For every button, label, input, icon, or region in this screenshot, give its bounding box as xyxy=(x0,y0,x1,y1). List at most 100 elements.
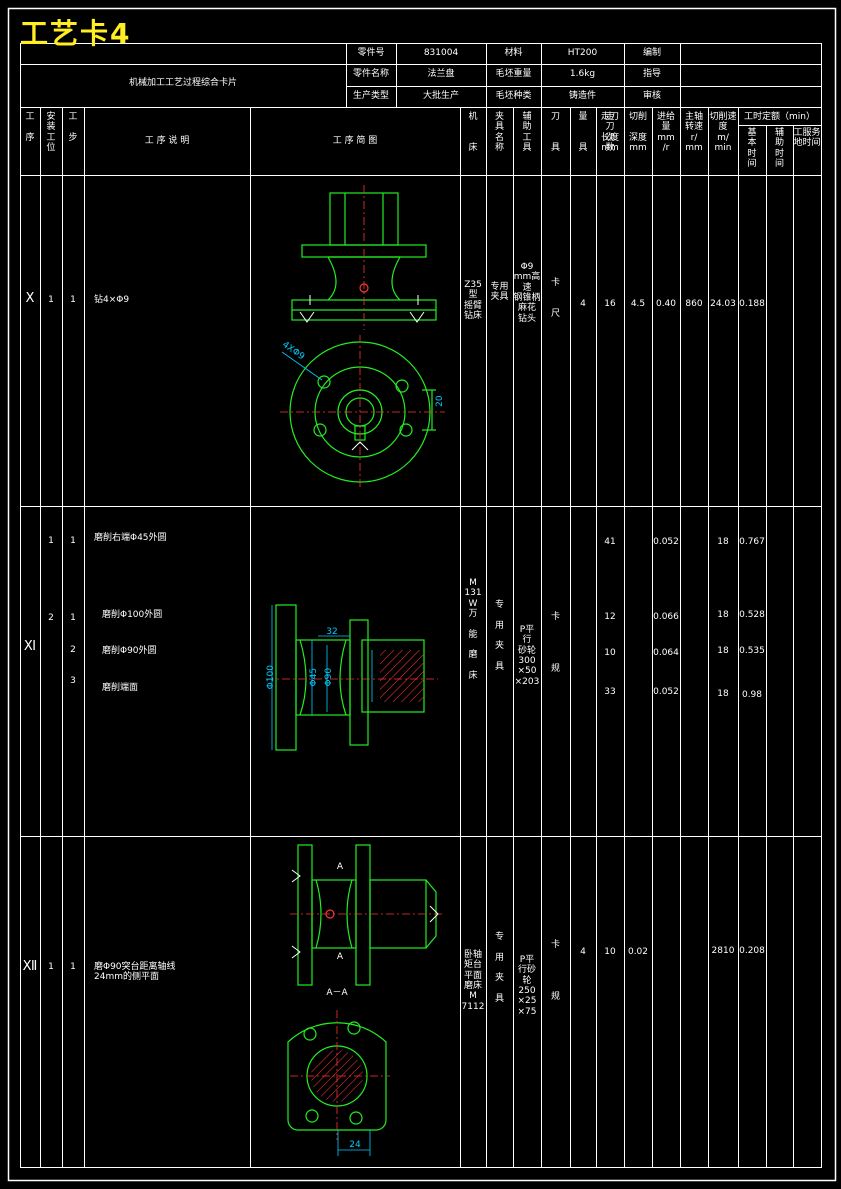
dim-20: 20 xyxy=(434,395,445,407)
row-xi-basic-1: 0.767 xyxy=(739,537,765,547)
designer-label: 指导 xyxy=(642,69,661,79)
material-label: 材料 xyxy=(504,48,523,58)
row-xi-feed-1: 0.052 xyxy=(653,537,679,547)
row-xii-gauge: 卡 规 xyxy=(550,940,560,1002)
row-x-gauge: 卡 尺 xyxy=(550,278,560,320)
col-machine: 机 床 xyxy=(468,112,478,154)
row-xi-process: Ⅺ xyxy=(23,639,37,654)
row-x-setup: 1 xyxy=(48,295,54,305)
col-desc: 工 序 说 明 xyxy=(144,136,190,146)
row-xi-cut-speed-3: 18 xyxy=(717,646,729,656)
part-no-value: 831004 xyxy=(423,48,459,58)
row-xii-passes: 4 xyxy=(580,947,586,957)
dim-90: Φ90 xyxy=(323,667,334,687)
row-xii-step: 1 xyxy=(70,962,76,972)
col-depth: 切削 深度 mm xyxy=(628,112,647,154)
col-place-time: 工服务 地时间 xyxy=(793,128,821,149)
row-xi-cut-speed-1: 18 xyxy=(717,537,729,547)
material-value: HT200 xyxy=(567,48,598,58)
row-xi-desc-1: 磨削右端Φ45外圆 xyxy=(94,533,167,543)
col-process: 工 序 xyxy=(25,112,35,143)
row-xii-depth: 0.02 xyxy=(627,947,649,957)
row-xi-length-4: 33 xyxy=(604,687,616,697)
row-x-cut-speed: 24.03 xyxy=(710,299,736,309)
row-xi-cutter: P平 行 砂轮 300 ×50 ×203 xyxy=(514,625,540,687)
row-xi-step-3: 2 xyxy=(70,645,76,655)
col-length: 走刀 长度 mm xyxy=(600,112,619,154)
row-xi-machine: M 131 W 万 能 磨 床 xyxy=(464,578,482,682)
row-x-cutter: Φ9 mm高速 钢锥柄 麻花 钻头 xyxy=(513,262,541,324)
row-xii-length: 10 xyxy=(604,947,616,957)
sketch-process-x xyxy=(289,192,437,483)
col-aux-tool: 辅 助 工 具 xyxy=(522,112,532,154)
blank-type-value: 铸造件 xyxy=(568,91,596,101)
row-x-machine: Z35型 摇臂 钻床 xyxy=(463,280,482,322)
sketch-process-xii xyxy=(287,844,437,1131)
row-xi-feed-2: 0.066 xyxy=(653,612,679,622)
row-xi-setup-2: 2 xyxy=(48,613,54,623)
row-x-speed: 860 xyxy=(685,299,703,309)
row-xi-fixture: 专 用 夹 具 xyxy=(494,600,504,673)
section-aa-label: A－A xyxy=(326,988,348,998)
section-a-top: A xyxy=(336,862,344,872)
row-x-desc: 钻4×Φ9 xyxy=(94,295,130,305)
col-setup: 安 装 工 位 xyxy=(46,112,56,154)
part-name-value: 法兰盘 xyxy=(427,69,455,79)
drawn-label: 编制 xyxy=(642,48,661,58)
row-xi-feed-4: 0.052 xyxy=(653,687,679,697)
blank-weight-value: 1.6kg xyxy=(569,69,596,79)
row-x-length: 16 xyxy=(604,299,616,309)
review-label: 审核 xyxy=(642,91,661,101)
row-x-process: Ⅹ xyxy=(25,291,35,306)
section-a-bottom: A xyxy=(336,952,344,962)
row-xi-step-1: 1 xyxy=(70,536,76,546)
row-xi-desc-4: 磨削端面 xyxy=(102,683,139,693)
row-xi-length-2: 12 xyxy=(604,612,616,622)
col-speed: 主轴 转速 r/ mm xyxy=(684,112,703,154)
production-value: 大批生产 xyxy=(422,91,459,101)
card-title: 工艺卡4 xyxy=(20,17,132,50)
row-x-depth: 4.5 xyxy=(630,299,646,309)
col-passes: 走 刀 次 数 xyxy=(605,112,615,154)
col-feed: 进给 量 mm /r xyxy=(656,112,675,154)
row-xii-process: Ⅻ xyxy=(22,959,38,974)
row-xii-basic: 0.208 xyxy=(739,946,765,956)
row-x-fixture: 专用 夹具 xyxy=(490,282,509,303)
row-xii-desc: 磨Φ90突台距离轴线 24mm的侧平面 xyxy=(94,962,176,983)
dim-45: Φ45 xyxy=(308,667,319,687)
row-x-basic: 0.188 xyxy=(739,299,765,309)
row-xi-setup-1: 1 xyxy=(48,536,54,546)
dim-32: 32 xyxy=(326,627,338,637)
col-cutter: 刀 具 xyxy=(550,112,560,154)
row-xi-length-1: 41 xyxy=(604,537,616,547)
row-xi-length-3: 10 xyxy=(604,648,616,658)
col-time-quota: 工时定额（min） xyxy=(744,112,815,122)
row-xii-fixture: 专 用 夹 具 xyxy=(494,932,504,1005)
col-sketch: 工 序 简 图 xyxy=(332,136,378,146)
row-x-passes: 4 xyxy=(580,299,586,309)
row-xi-step-2: 1 xyxy=(70,613,76,623)
row-xi-cut-speed-2: 18 xyxy=(717,610,729,620)
col-cut-speed: 切削速度 m/ min xyxy=(709,112,737,154)
dim-100: Φ100 xyxy=(265,665,276,690)
part-name-label: 零件名称 xyxy=(352,69,389,79)
row-x-step: 1 xyxy=(70,295,76,305)
row-xi-feed-3: 0.064 xyxy=(653,648,679,658)
col-fixture: 夹 具 名 称 xyxy=(494,112,504,154)
row-xii-machine: 卧轴 矩台 平面 磨床 M 7112 xyxy=(461,950,485,1012)
row-xi-gauge: 卡 规 xyxy=(550,612,560,674)
dim-24: 24 xyxy=(349,1140,361,1150)
row-xii-cut-speed: 2810 xyxy=(711,946,735,956)
row-xi-basic-3: 0.535 xyxy=(739,646,765,656)
row-x-feed: 0.40 xyxy=(655,299,677,309)
row-xi-basic-2: 0.528 xyxy=(739,610,765,620)
col-gauge: 量 具 xyxy=(578,112,588,154)
blank-weight-label: 毛坯重量 xyxy=(495,69,532,79)
col-step: 工 步 xyxy=(68,112,78,143)
row-xi-desc-2: 磨削Φ100外圆 xyxy=(102,610,163,620)
production-label: 生产类型 xyxy=(352,91,389,101)
part-no-label: 零件号 xyxy=(357,48,385,58)
row-xii-cutter: P平 行砂 轮 250 ×25 ×75 xyxy=(517,955,537,1017)
row-xi-cut-speed-4: 18 xyxy=(717,689,729,699)
